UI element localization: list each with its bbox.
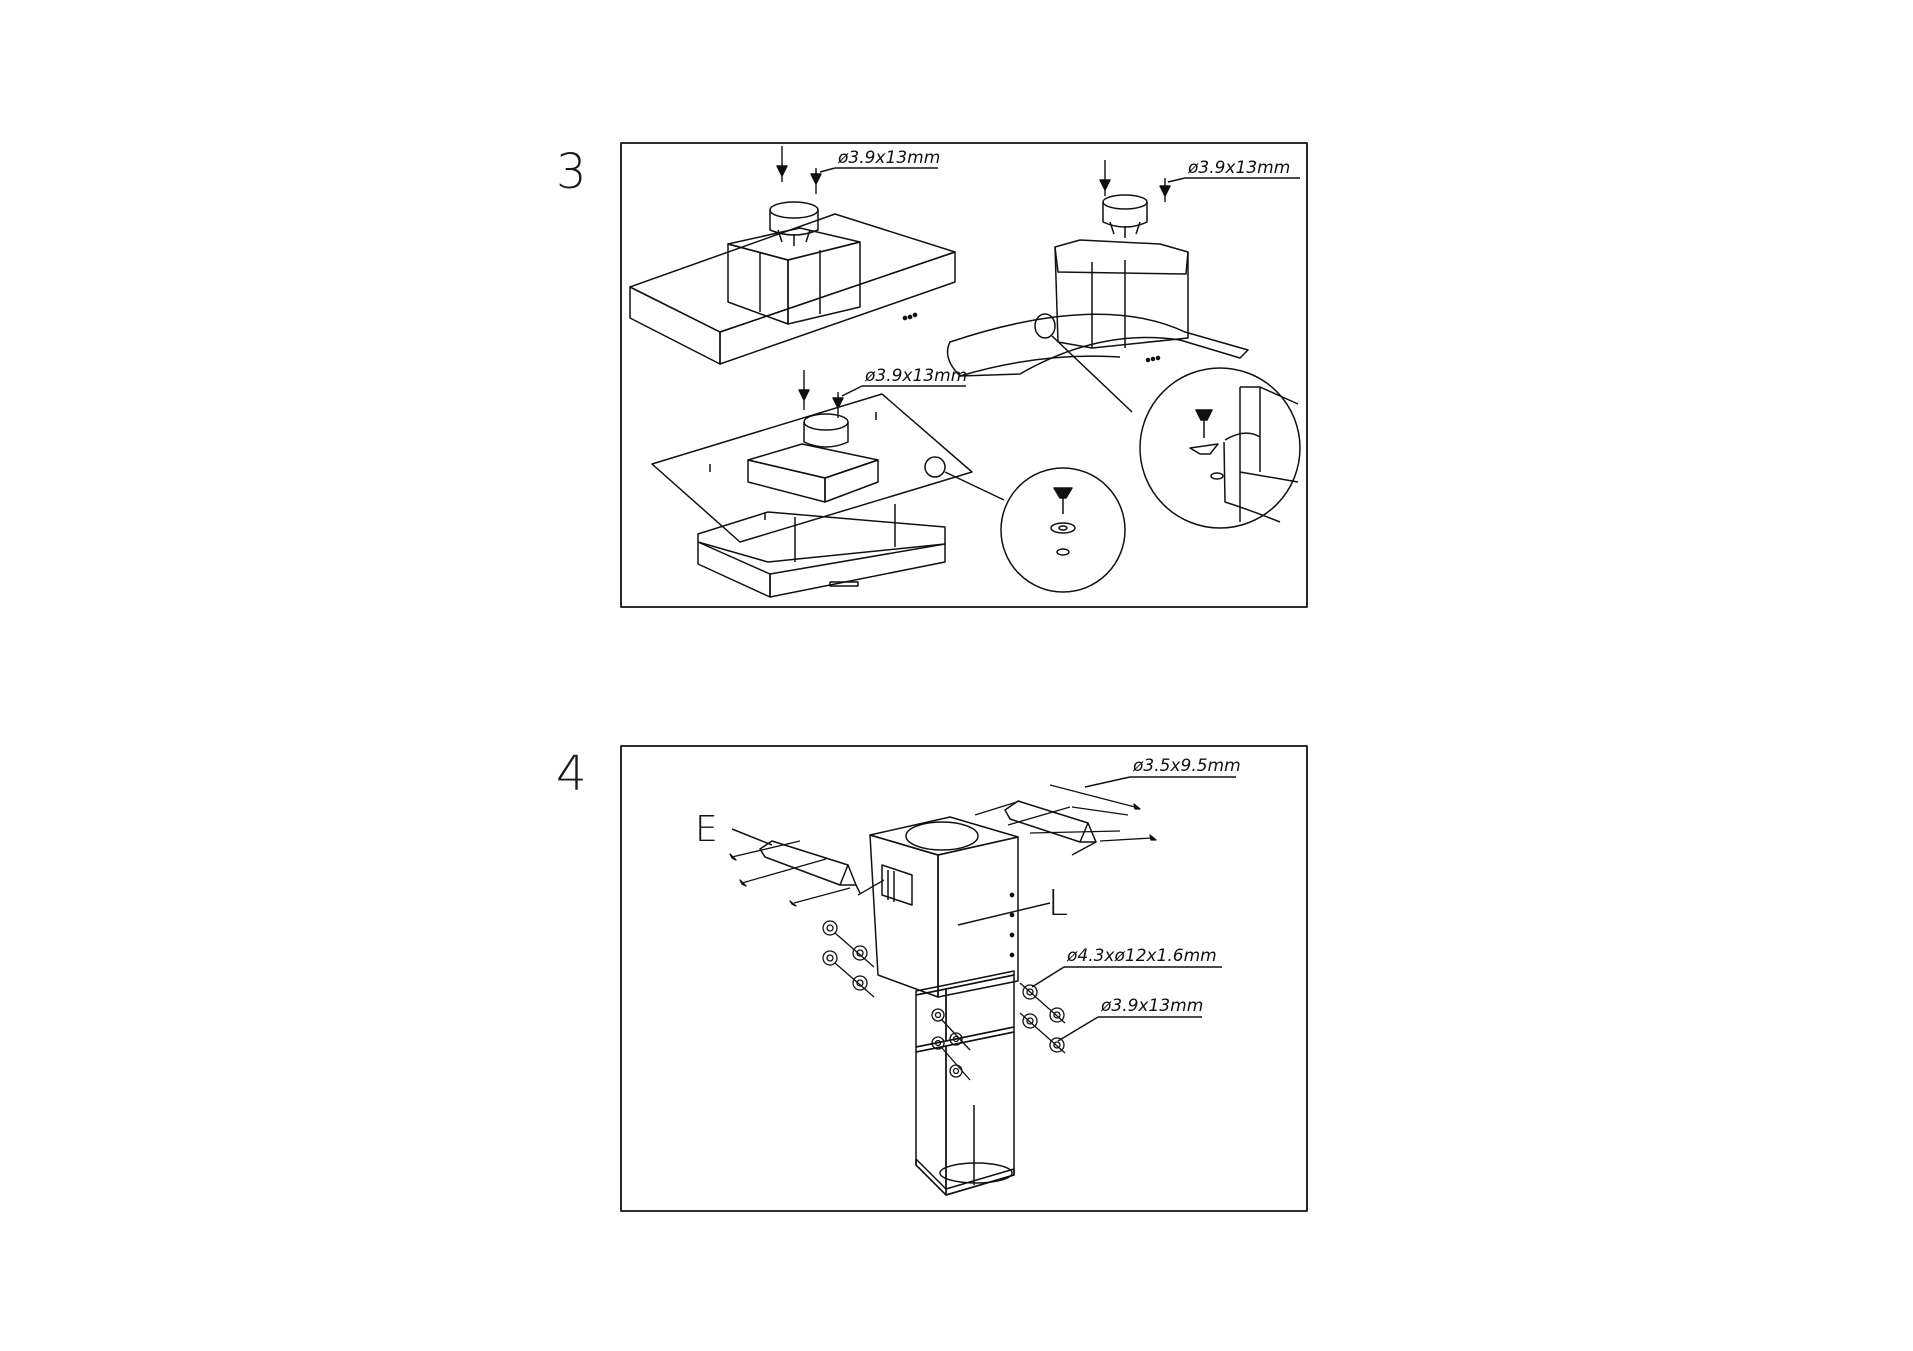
chimney-column: [869, 816, 1019, 1196]
screw-label-3b: ø3.9x13mm: [1187, 158, 1290, 178]
screw-label-leader-3: [841, 385, 966, 397]
curved-glass-hood: [946, 194, 1249, 413]
screw-label-4a: ø3.5x9.5mm: [1132, 756, 1241, 776]
step-4-number: 4: [556, 746, 587, 802]
screw-icon: [776, 146, 822, 194]
screw-label-leader-4a: [1084, 776, 1236, 788]
screw-icon: [729, 840, 885, 907]
screw-label-leader-2: [1167, 177, 1300, 183]
part-letter-e: E: [695, 809, 718, 850]
detail-circle-1: [1000, 467, 1126, 593]
detail-circle-2: [1139, 367, 1301, 529]
screw-label-leader-4c: [1057, 1016, 1202, 1042]
part-letter-l: L: [1048, 883, 1068, 924]
washer-icon: [1019, 982, 1066, 1054]
screw-label-leader-1: [819, 167, 938, 173]
screw-icon: [974, 784, 1157, 842]
screw-label-4c: ø3.9x13mm: [1100, 996, 1203, 1016]
step-3-number: 3: [556, 144, 587, 200]
screw-icon: [798, 370, 844, 418]
screw-label-3c: ø3.9x13mm: [864, 366, 967, 386]
rectangular-hood: [629, 201, 956, 365]
screw-label-3a: ø3.9x13mm: [837, 148, 940, 168]
step-4-panel: E ø3.5x9.5mm L: [620, 745, 1308, 1212]
screw-label-leader-4b: [1031, 966, 1222, 988]
island-glass-hood: [651, 393, 1005, 598]
screw-label-4b: ø4.3xø12x1.6mm: [1066, 946, 1217, 966]
washer-icon: [822, 920, 875, 998]
bracket-e: [731, 828, 861, 894]
screw-icon: [1099, 160, 1171, 202]
bolt-icon: [931, 1008, 971, 1081]
step-3-panel: ø3.9x13mm ø3.9x13mm: [620, 142, 1308, 608]
